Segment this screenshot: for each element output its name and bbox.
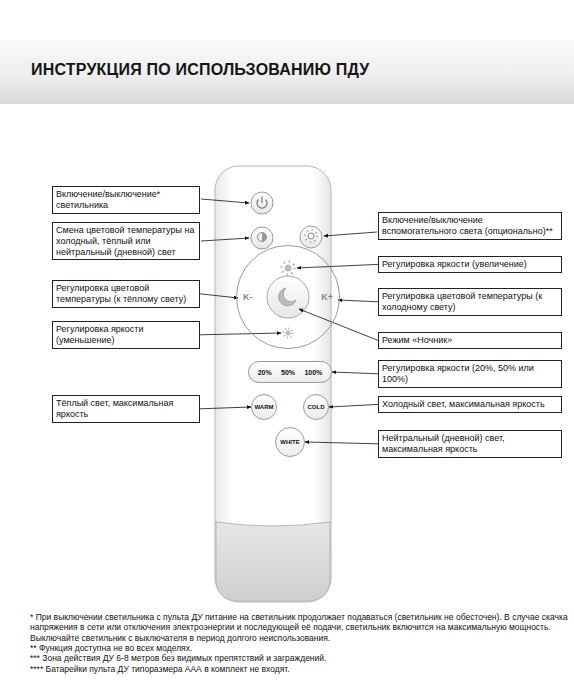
aux-light-button (300, 226, 322, 248)
callout-box: Нейтральный (дневной) свет, максимальная… (378, 430, 562, 458)
callout-box: Регулировка яркости (20%, 50% или 100%) (378, 360, 562, 388)
callout-box: Режим «Ночник» (378, 332, 562, 349)
leader-line (324, 232, 377, 236)
sun-up-icon (285, 265, 292, 272)
callout-box: Смена цветовой температуры на холодный, … (52, 222, 200, 260)
color-temp-icon-half (262, 233, 267, 242)
button-label: K+ (321, 292, 333, 302)
footnote: ** Функция доступна не во всех моделях. (30, 643, 570, 653)
moon-icon (279, 288, 296, 306)
title-band: ИНСТРУКЦИЯ ПО ИСПОЛЬЗОВАНИЮ ПДУ (0, 40, 574, 104)
button-label: WARM (255, 404, 274, 410)
callout-text: Нейтральный (дневной) свет, максимальная… (382, 433, 558, 455)
aux-light-rays (305, 230, 317, 242)
callout-box: Включение/выключение вспомогательного св… (378, 212, 562, 240)
callout-text: Включение/выключение вспомогательного св… (382, 215, 558, 237)
leader-line (201, 199, 249, 203)
callout-text: Регулировка цветовой температуры (к тёпл… (56, 283, 196, 305)
callout-text: Холодный свет, максимальная яркость (382, 399, 558, 410)
round-button: WARM (251, 394, 277, 420)
color-temp-icon (258, 233, 267, 242)
footnotes: * При выключении светильника с пульта ДУ… (30, 612, 570, 674)
button-label: WHITE (280, 439, 299, 445)
button-label: 50% (281, 369, 295, 376)
footnote: Выключайте светильник с выключателя в пе… (30, 633, 570, 643)
footnote: *** Зона действия ДУ 6-8 метров без види… (30, 653, 570, 663)
callout-box: Регулировка цветовой температуры (к тёпл… (52, 280, 200, 308)
callout-box: Регулировка цветовой температуры (к холо… (378, 288, 562, 316)
color-temp-button (251, 227, 273, 249)
leader-line (201, 238, 249, 241)
callout-box: Включение/выключение* светильника (52, 186, 200, 214)
sun-down-icon (286, 331, 291, 336)
title: ИНСТРУКЦИЯ ПО ИСПОЛЬЗОВАНИЮ ПДУ (31, 61, 369, 79)
button-label: K- (243, 292, 253, 302)
aux-light-icon (308, 233, 314, 239)
remote-body (215, 166, 331, 602)
leader-arrow (329, 404, 378, 407)
callout-box: Регулировка яркости (увеличение) (378, 256, 562, 273)
round-button: WHITE (275, 427, 305, 457)
brightness-pill: 20% 50% 100% (248, 361, 332, 383)
leader-arrow (200, 333, 281, 335)
dial-center (267, 276, 309, 318)
remote-bottom (216, 522, 330, 601)
footnote: * При выключении светильника с пульта ДУ… (30, 612, 570, 633)
leader-arrow (200, 407, 251, 409)
callout-text: Включение/выключение* светильника (56, 189, 196, 211)
callout-text: Регулировка яркости (20%, 50% или 100%) (382, 363, 558, 385)
power-icon (257, 197, 267, 209)
button-label: COLD (308, 404, 325, 410)
leader-arrow (299, 309, 378, 340)
power-button (251, 192, 273, 214)
sun-down-rays (284, 329, 293, 338)
leader-arrow (305, 442, 378, 444)
callout-box: Тёплый свет, максимальная яркость (52, 395, 200, 423)
leader-arrow (338, 300, 378, 302)
leader-arrow (200, 294, 238, 298)
callout-text: Тёплый свет, максимальная яркость (56, 398, 196, 420)
footnote: **** Батарейки пульта ДУ типоразмера ААА… (30, 664, 570, 674)
callout-text: Режим «Ночник» (382, 335, 558, 346)
callout-box: Регулировка яркости (уменьшение) (52, 321, 200, 349)
leader-arrow (332, 372, 378, 374)
callout-box: Холодный свет, максимальная яркость (378, 396, 562, 413)
dial-ring: K- K+ (236, 245, 340, 349)
button-label: 100% (304, 369, 322, 376)
sun-up-rays (282, 262, 295, 275)
button-label: 20% (258, 369, 272, 376)
callout-text: Регулировка яркости (уменьшение) (56, 324, 196, 346)
callout-text: Регулировка яркости (увеличение) (382, 259, 558, 270)
callout-text: Смена цветовой температуры на холодный, … (56, 225, 196, 257)
round-button: COLD (303, 394, 329, 420)
callout-text: Регулировка цветовой температуры (к холо… (382, 291, 558, 313)
leader-arrow (297, 264, 378, 268)
